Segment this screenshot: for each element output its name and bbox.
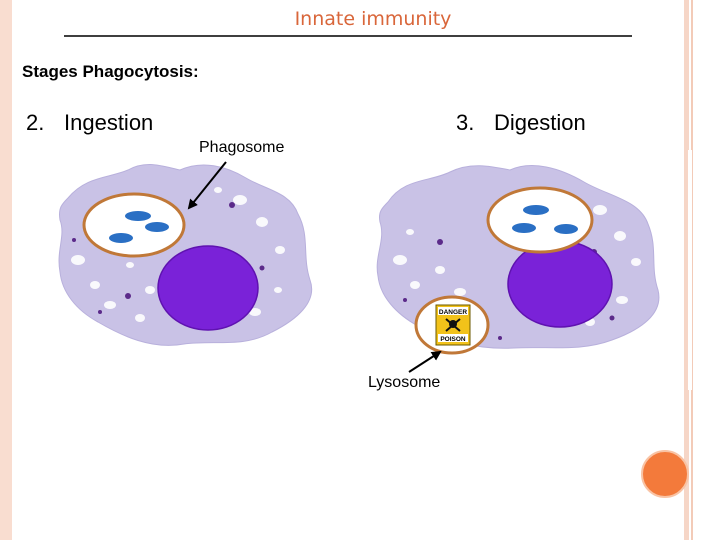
- bacterium: [109, 233, 133, 243]
- bacteria-in-phagosome: [512, 205, 578, 234]
- stage-digestion-label: 3. Digestion: [456, 110, 586, 136]
- stage-number: 3.: [456, 110, 475, 135]
- slide-left-border: [0, 0, 12, 540]
- slide-right-border-line: [691, 0, 693, 540]
- danger-text: DANGER: [439, 309, 467, 316]
- nucleus: [507, 240, 613, 328]
- phagosome-arrow: [187, 161, 227, 210]
- phagocyte-cell-digestion: DANGER POISON: [376, 165, 660, 355]
- phagosome-label: Phagosome: [199, 139, 285, 156]
- nucleus: [157, 245, 259, 331]
- bacterium: [145, 222, 169, 232]
- bacterium: [125, 211, 151, 221]
- bacterium: [523, 205, 549, 215]
- ingested-bacteria: [109, 211, 169, 243]
- stage-name: Digestion: [494, 110, 586, 135]
- slide-right-border-gap: [688, 150, 692, 390]
- stage-name: Ingestion: [64, 110, 154, 135]
- poison-text: POISON: [440, 336, 466, 343]
- stage-number: 2.: [26, 110, 45, 135]
- phagocyte-cell-ingestion: [58, 164, 313, 346]
- danger-poison-sign-icon: DANGER POISON: [435, 304, 471, 346]
- cytoplasm-granules: [393, 205, 641, 329]
- cytoplasm-dark-granules: [72, 202, 265, 314]
- lysosome-label: Lysosome: [368, 374, 441, 391]
- lysosome-arrow: [408, 350, 442, 373]
- slide-subtitle: Stages Phagocytosis:: [22, 62, 199, 81]
- slide-title: Innate immunity: [294, 8, 452, 30]
- phagosome-vesicle: [82, 192, 186, 258]
- bacterium: [554, 224, 578, 234]
- decorative-orange-circle: [641, 450, 689, 498]
- bacterium: [512, 223, 536, 233]
- phagosome-vesicle: [486, 186, 594, 254]
- slide-right-border: [684, 0, 689, 540]
- stage-ingestion-label: 2. Ingestion: [26, 110, 153, 136]
- title-underline: [64, 35, 632, 37]
